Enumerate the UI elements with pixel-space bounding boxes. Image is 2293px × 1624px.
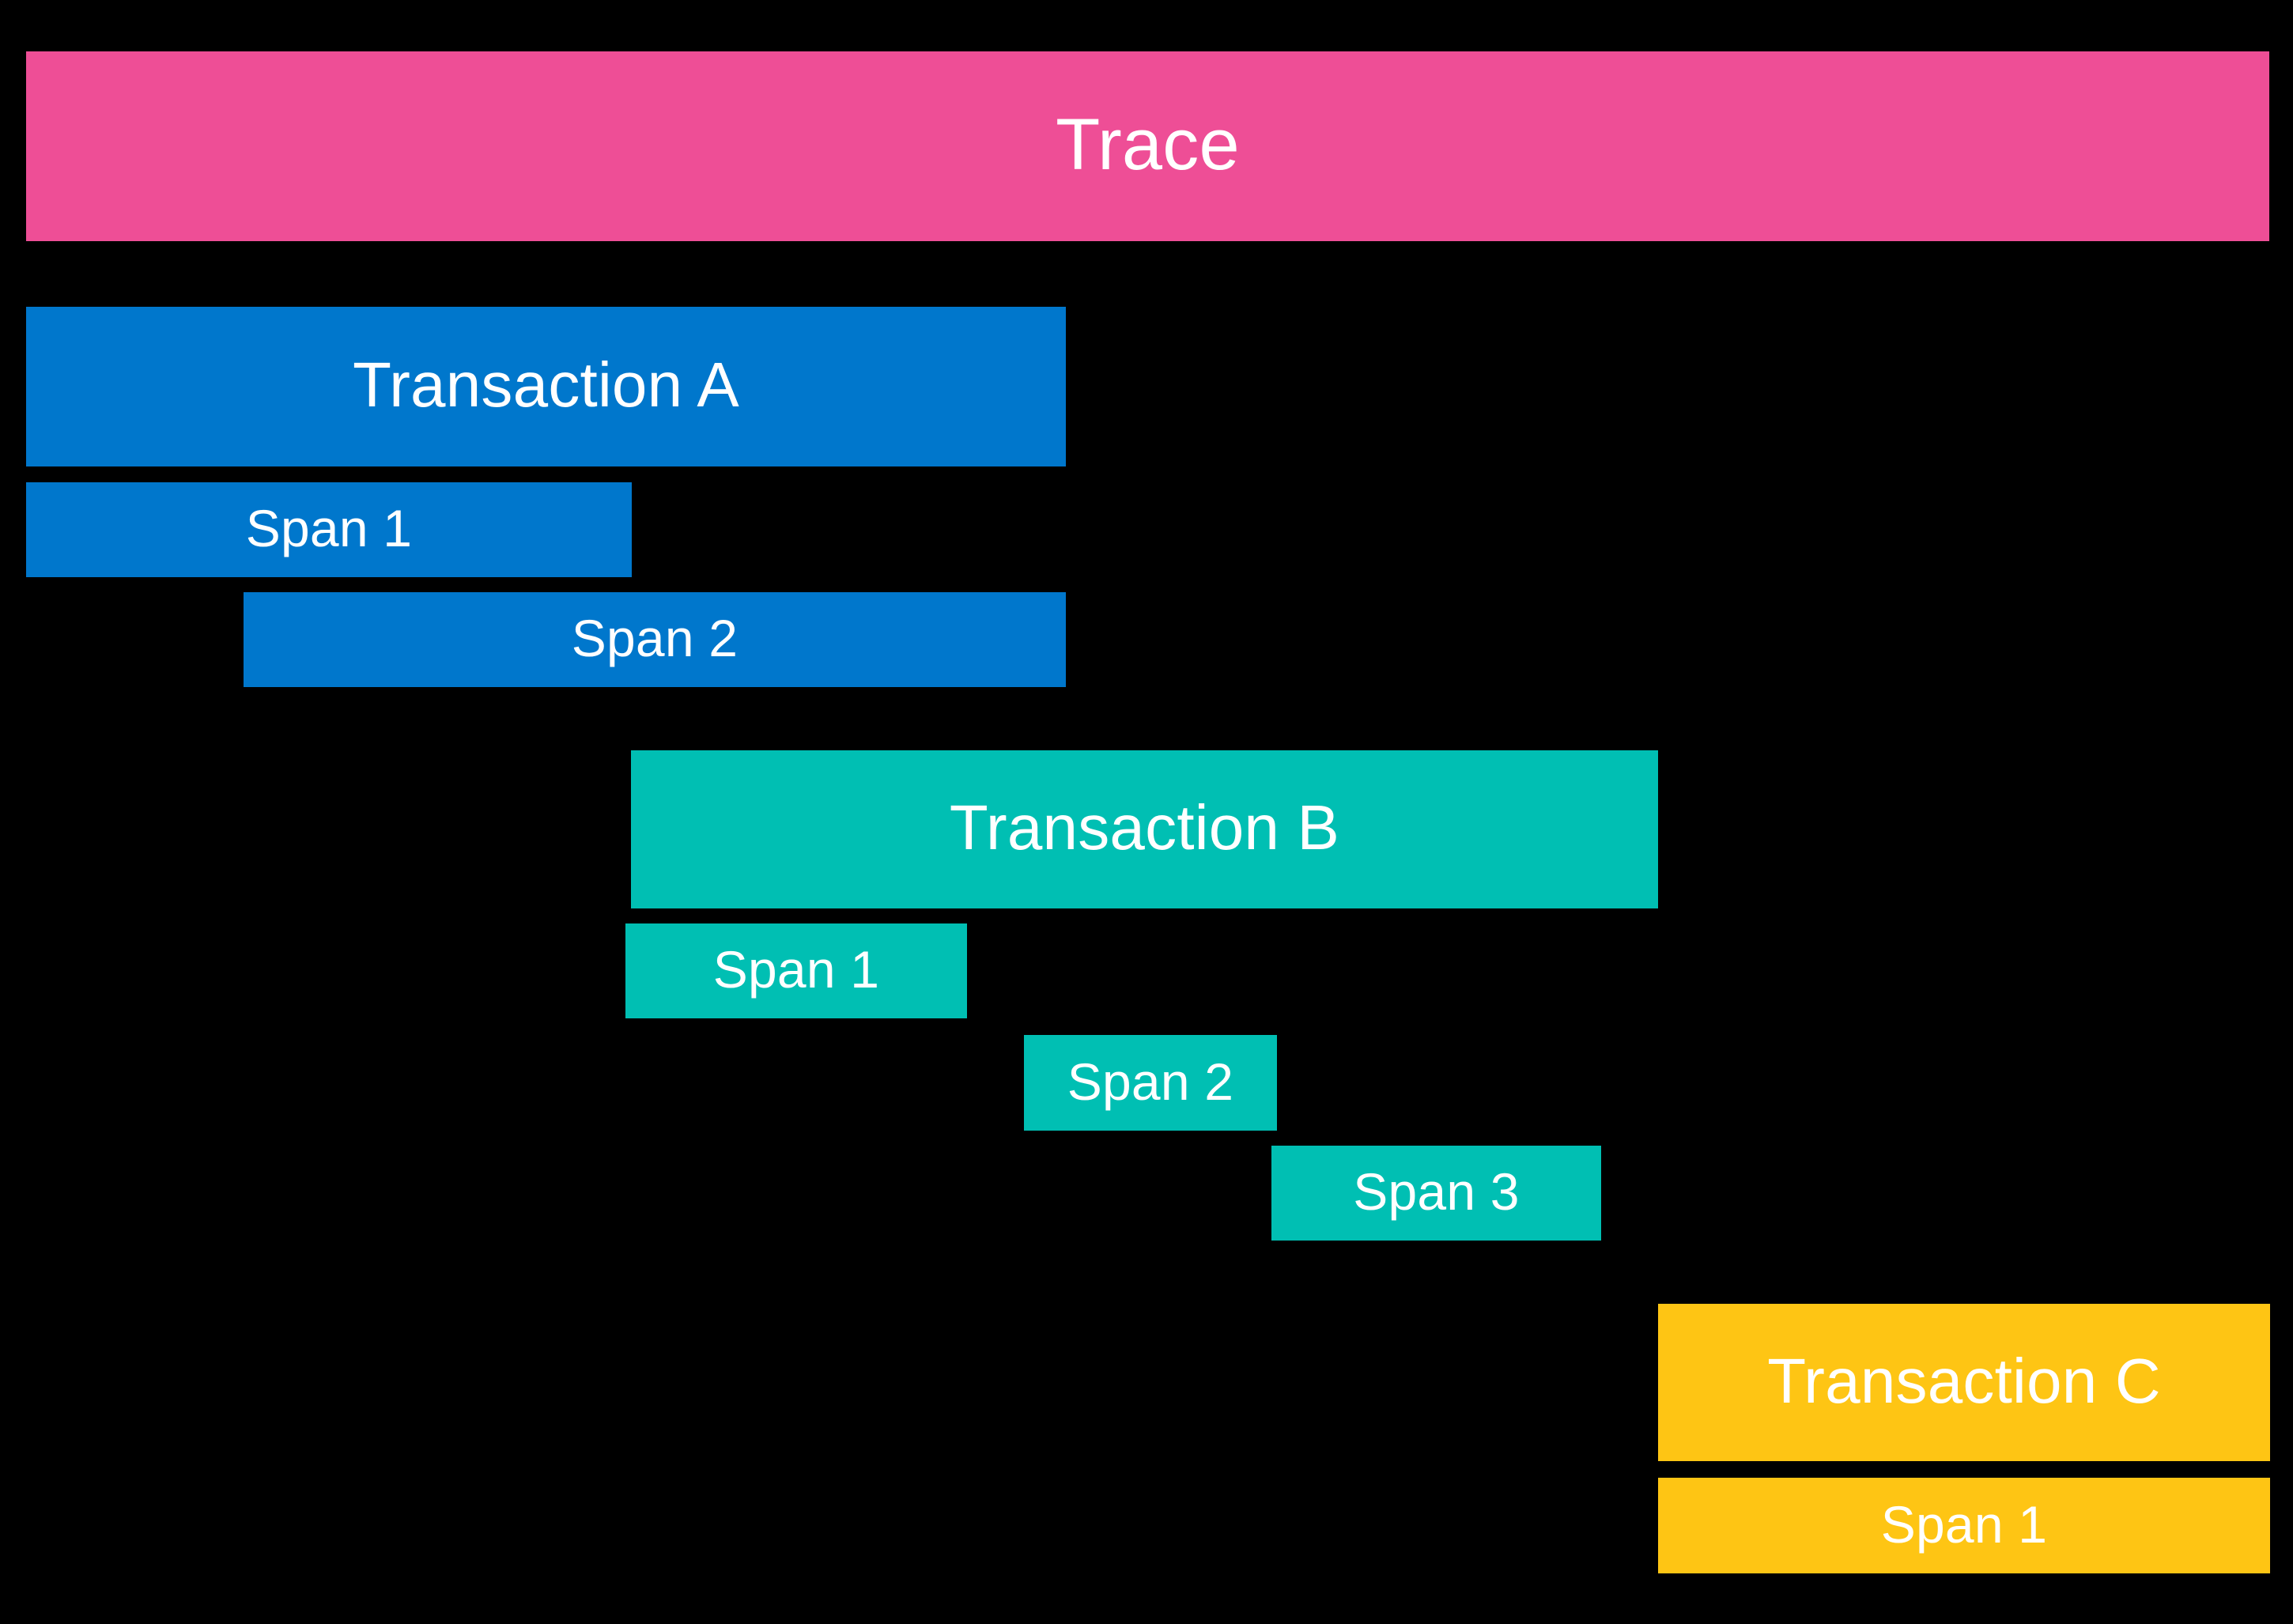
- transaction-c-label: Transaction C: [1767, 1345, 2161, 1416]
- transaction-b-label: Transaction B: [949, 792, 1340, 863]
- span-bar-transaction-b-span-3: Span 3: [1271, 1146, 1601, 1241]
- trace-label: Trace: [1056, 104, 1240, 185]
- transaction-bar-transaction-c: Transaction C: [1658, 1304, 2270, 1461]
- transaction-b-span-2-label: Span 2: [1067, 1052, 1234, 1111]
- span-bar-transaction-c-span-1: Span 1: [1658, 1478, 2270, 1573]
- transaction-bar-transaction-a: Transaction A: [26, 307, 1066, 466]
- transaction-a-span-2-label: Span 2: [571, 609, 739, 667]
- span-bar-transaction-a-span-1: Span 1: [26, 482, 632, 577]
- span-bar-transaction-b-span-1: Span 1: [625, 923, 967, 1018]
- transaction-a-label: Transaction A: [353, 349, 739, 420]
- span-bar-transaction-a-span-2: Span 2: [244, 592, 1066, 687]
- transaction-c-span-1-label: Span 1: [1880, 1494, 2048, 1554]
- transaction-b-span-3-label: Span 3: [1353, 1162, 1520, 1221]
- span-bar-transaction-b-span-2: Span 2: [1024, 1035, 1277, 1131]
- transaction-b-span-1-label: Span 1: [712, 940, 880, 999]
- transaction-a-span-1-label: Span 1: [245, 499, 413, 557]
- trace-bar-trace: Trace: [26, 51, 2269, 241]
- transaction-bar-transaction-b: Transaction B: [631, 750, 1658, 908]
